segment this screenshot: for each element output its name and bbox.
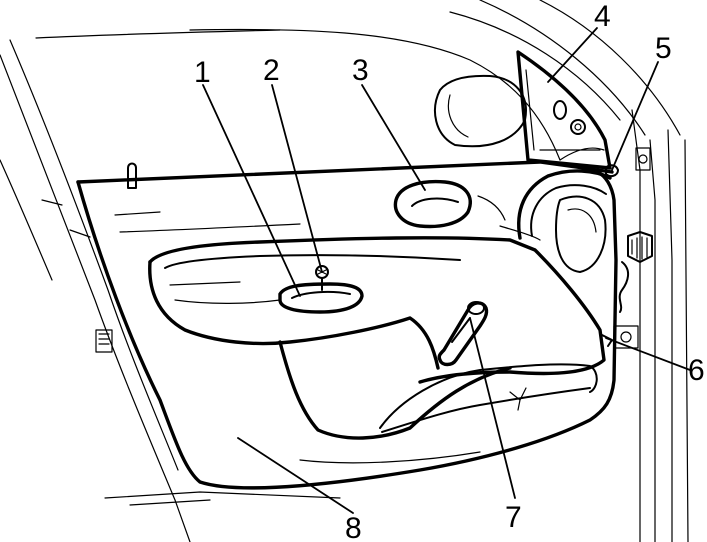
callout-4: 4 bbox=[594, 0, 611, 33]
callout-2: 2 bbox=[263, 54, 280, 87]
leader-8 bbox=[237, 437, 354, 514]
callout-labels: 1 2 3 4 5 6 7 8 bbox=[194, 0, 705, 542]
leader-7 bbox=[469, 317, 516, 499]
mirror-bracket bbox=[434, 50, 612, 170]
leader-6 bbox=[605, 337, 691, 371]
callout-8: 8 bbox=[345, 512, 362, 542]
trim-panel bbox=[76, 160, 619, 490]
callout-7: 7 bbox=[505, 501, 522, 534]
door-pillar-right bbox=[613, 109, 689, 542]
door-frame-left bbox=[0, 39, 341, 542]
callout-3: 3 bbox=[352, 54, 369, 87]
callout-6: 6 bbox=[688, 354, 705, 387]
leader-4 bbox=[547, 27, 598, 83]
leader-5 bbox=[611, 61, 659, 171]
leader-1 bbox=[202, 84, 301, 297]
callout-5: 5 bbox=[655, 32, 672, 65]
leader-lines bbox=[202, 27, 691, 514]
window-frame bbox=[35, 0, 681, 161]
callout-1: 1 bbox=[194, 56, 211, 89]
leader-3 bbox=[361, 84, 426, 191]
leader-2 bbox=[271, 84, 323, 273]
